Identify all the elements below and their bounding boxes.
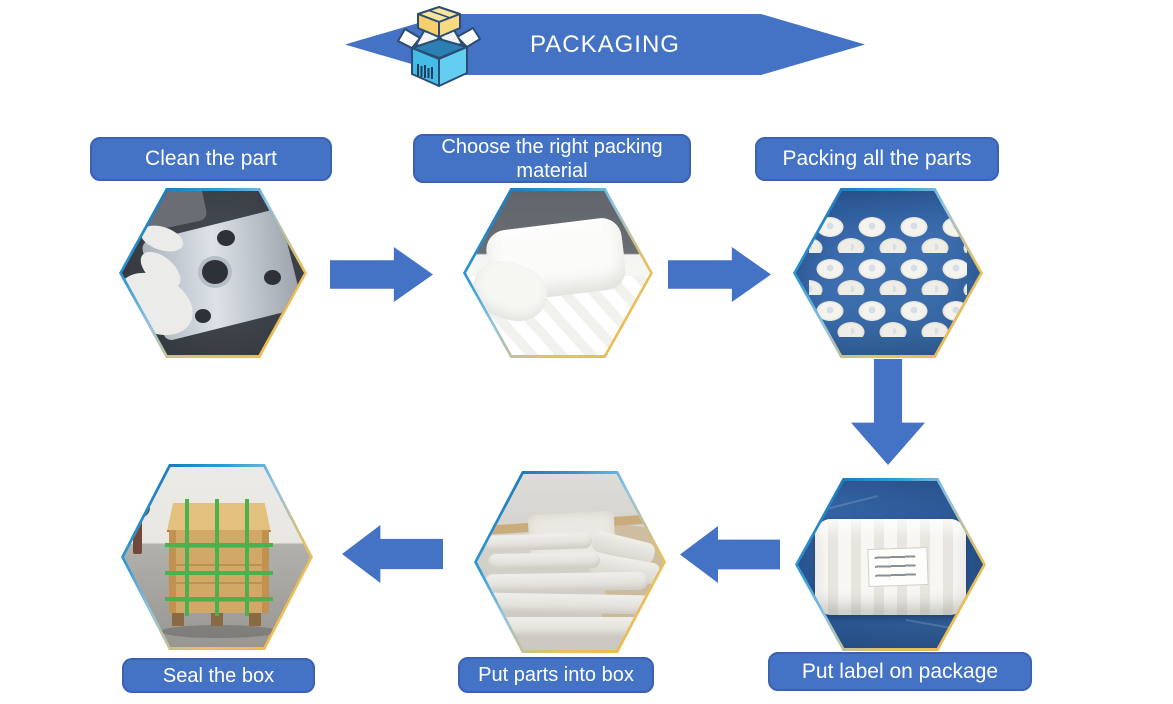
wrapped-part [482, 592, 654, 615]
parts-in-box-photo [477, 474, 663, 650]
step-label-text: Clean the part [145, 147, 277, 171]
wrapped-bags-grid [808, 210, 968, 339]
step-label-choose-packing-material: Choose the right packing material [413, 134, 691, 183]
flow-arrow-down [851, 359, 925, 465]
green-strap [215, 499, 220, 617]
packed-parts-photo [796, 191, 980, 355]
step-label-put-label-on-package: Put label on package [768, 652, 1032, 691]
flow-arrow-left-1 [680, 526, 780, 583]
clean-part-photo [122, 191, 304, 355]
hexagon-parts-in-box [474, 471, 666, 653]
step-label-text: Put parts into box [478, 664, 634, 686]
green-strap [244, 499, 249, 617]
crate-leg [172, 612, 185, 626]
banner-title: PACKAGING [530, 30, 680, 58]
crate-leg [248, 612, 261, 626]
packing-material-photo [466, 191, 650, 355]
green-strap [185, 499, 190, 617]
flow-arrow-right-2 [668, 247, 771, 302]
green-strap [164, 596, 273, 601]
label-on-package-photo [798, 481, 983, 648]
step-label-text: Packing all the parts [782, 147, 972, 171]
sealed-crate-photo [124, 467, 310, 647]
step-label-seal-the-box: Seal the box [122, 658, 315, 693]
crate-shadow [161, 625, 277, 638]
plant [127, 497, 150, 518]
plate-hole [216, 230, 235, 247]
green-strap [164, 571, 273, 576]
hexagon-packed-parts [793, 188, 983, 358]
tarp-crease [806, 495, 879, 516]
package-label [867, 546, 929, 587]
hexagon-sealed-crate [121, 464, 313, 650]
hexagon-packing-material [463, 188, 653, 358]
green-strap [164, 542, 273, 547]
crate-leg [211, 612, 224, 626]
step-label-put-parts-into-box: Put parts into box [458, 657, 654, 693]
step-label-packing-all-parts: Packing all the parts [755, 137, 999, 181]
wrapped-part [488, 552, 600, 570]
flow-arrow-left-2 [342, 525, 443, 583]
hexagon-clean-the-part [119, 188, 307, 358]
wrapped-part [486, 616, 654, 636]
wrapped-part [484, 571, 649, 592]
step-label-text: Seal the box [162, 664, 275, 687]
open-box-icon [397, 6, 481, 87]
barcode-marks [417, 64, 433, 79]
plate-hole [263, 269, 281, 285]
step-label-text: Put label on package [801, 659, 999, 683]
tarp-crease [905, 618, 976, 633]
flow-arrow-right-1 [330, 247, 433, 302]
plate-center-hole [202, 259, 229, 284]
plate-hole [194, 309, 211, 324]
plant-pot [133, 513, 143, 554]
step-label-text: Choose the right packing material [441, 135, 663, 182]
hexagon-label-on-package [795, 478, 986, 651]
step-label-clean-the-part: Clean the part [90, 137, 332, 181]
